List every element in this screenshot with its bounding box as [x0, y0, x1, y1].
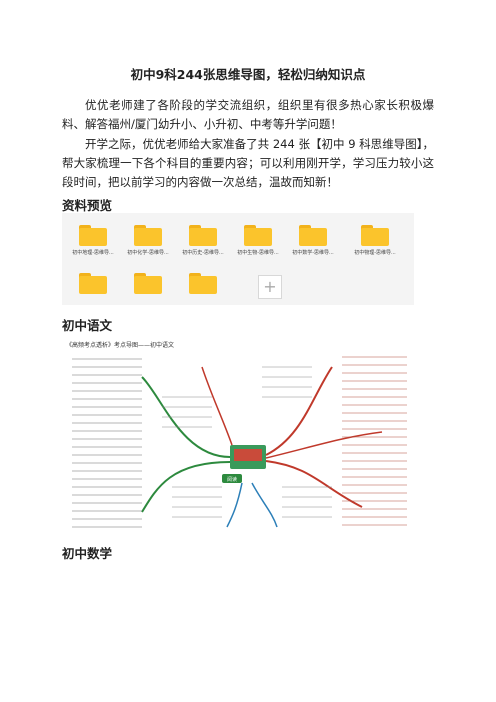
folder-icon [79, 225, 107, 246]
intro-paragraph: 优优老师建了各阶段的学交流组织，组织里有很多热心家长积极爆料、解答福州/厦门幼升… [62, 98, 434, 131]
folder-icon [299, 225, 327, 246]
section-chinese-heading: 初中语文 [62, 318, 113, 333]
folder-item[interactable]: 初中历史-思维导... [178, 219, 228, 256]
doc-title: 初中9科244张思维导图，轻松归纳知识点 [130, 67, 366, 82]
section-preview-heading: 资料预览 [62, 198, 113, 213]
folder-icon [134, 225, 162, 246]
folder-item[interactable]: 初中数学-思维导... [288, 219, 338, 256]
folder-item[interactable]: 初中物理-思维导... [350, 219, 400, 256]
folder-icon [79, 273, 107, 294]
folder-item[interactable]: 初中地理-思维导... [68, 219, 118, 256]
folder-icon [244, 225, 272, 246]
folder-name: 初中生物-思维导... [237, 250, 279, 256]
folder-name: 初中地理-思维导... [72, 250, 114, 256]
mindmap-caption: 《高频考点透析》考点导图——初中语文 [66, 342, 175, 349]
mindmap-center-label: 阅读 [227, 476, 237, 483]
folder-item[interactable]: 初中化学-思维导... [123, 219, 173, 256]
folder-item[interactable] [68, 267, 118, 294]
folder-name: 初中物理-思维导... [354, 250, 396, 256]
folder-item[interactable] [178, 267, 228, 294]
folder-icon [361, 225, 389, 246]
folder-name: 初中化学-思维导... [127, 250, 169, 256]
folder-name: 初中历史-思维导... [182, 250, 224, 256]
folder-item[interactable] [123, 267, 173, 294]
add-file-icon[interactable]: + [258, 275, 282, 299]
description-paragraph: 开学之际，优优老师给大家准备了共 244 张【初中 9 科思维导图】，帮大家梳理… [62, 137, 434, 189]
folder-name: 初中数学-思维导... [292, 250, 334, 256]
chinese-mindmap-image: 《高频考点透析》考点导图——初中语文 阅读 [62, 337, 414, 535]
folder-item[interactable]: 初中生物-思维导... [233, 219, 283, 256]
file-preview-panel: 初中地理-思维导... 初中化学-思维导... 初中历史-思维导... 初中生物… [62, 213, 414, 305]
folder-icon [134, 273, 162, 294]
folder-icon [189, 225, 217, 246]
folder-icon [189, 273, 217, 294]
mindmap-center-node [222, 474, 242, 483]
mindmap-graphic: 阅读 [72, 356, 407, 528]
section-math-heading: 初中数学 [62, 546, 113, 561]
